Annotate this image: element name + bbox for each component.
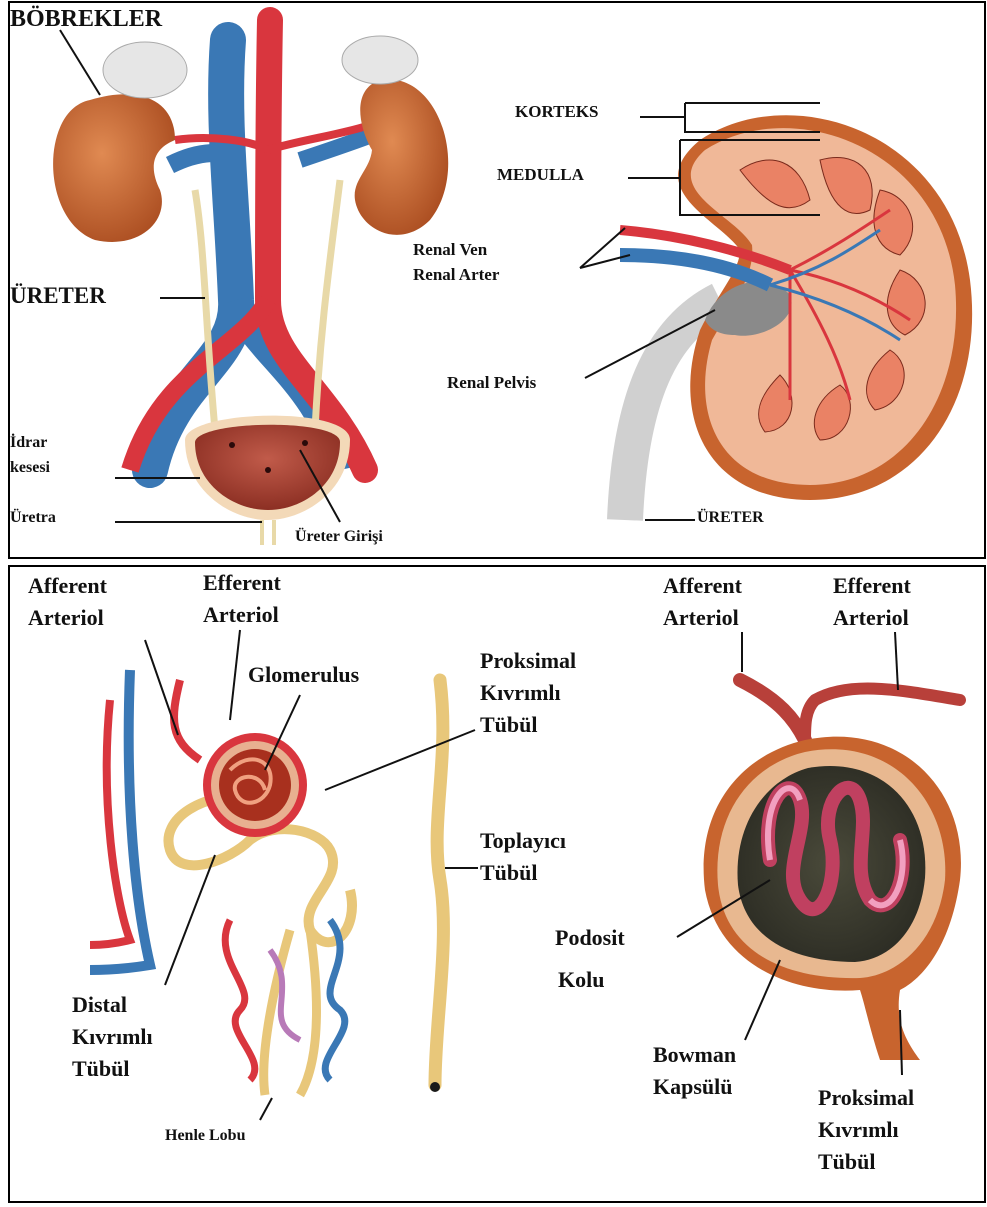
label-kidneys: BÖBREKLER bbox=[10, 6, 163, 32]
label-nephron-afferent-2: Arteriol bbox=[28, 605, 104, 630]
label-nephron-proximal-3: Tübül bbox=[480, 712, 538, 737]
label-renal-pelvis: Renal Pelvis bbox=[447, 373, 537, 392]
label-podocyte-2: Kolu bbox=[558, 967, 604, 992]
label-bladder-line2: kesesi bbox=[10, 459, 51, 476]
label-ureter-right: ÜRETER bbox=[697, 508, 764, 526]
label-podocyte-1: Podosit bbox=[555, 925, 625, 950]
label-nephron-proximal-1: Proksimal bbox=[480, 648, 576, 673]
label-ureter-entry: Üreter Girişi bbox=[295, 527, 383, 545]
label-urethra: Üretra bbox=[10, 508, 56, 526]
label-bowman-2: Kapsülü bbox=[653, 1074, 733, 1099]
label-distal-1: Distal bbox=[72, 992, 127, 1017]
label-bowman-proximal-2: Kıvrımlı bbox=[818, 1117, 899, 1142]
label-renal-vein: Renal Ven bbox=[413, 240, 488, 259]
urinary-system-illustration bbox=[53, 20, 448, 545]
label-distal-3: Tübül bbox=[72, 1056, 130, 1081]
right-kidney bbox=[355, 79, 449, 235]
label-bowman-afferent-2: Arteriol bbox=[663, 605, 739, 630]
label-collecting-2: Tübül bbox=[480, 860, 538, 885]
label-nephron-afferent-1: Afferent bbox=[28, 573, 108, 598]
label-bowman-efferent-1: Efferent bbox=[833, 573, 911, 598]
label-henle: Henle Lobu bbox=[165, 1127, 246, 1144]
label-nephron-efferent-1: Efferent bbox=[203, 570, 281, 595]
collecting-tubule bbox=[435, 680, 443, 1085]
label-medulla: MEDULLA bbox=[497, 165, 585, 184]
right-adrenal bbox=[342, 36, 418, 84]
left-adrenal bbox=[103, 42, 187, 98]
label-bowman-proximal-3: Tübül bbox=[818, 1149, 876, 1174]
label-bowman-efferent-2: Arteriol bbox=[833, 605, 909, 630]
label-renal-artery: Renal Arter bbox=[413, 265, 500, 284]
label-ureter-left: ÜRETER bbox=[10, 283, 106, 308]
label-bladder-line1: İdrar bbox=[10, 432, 47, 451]
label-glomerulus: Glomerulus bbox=[248, 662, 360, 687]
bowman-capsule-illustration bbox=[704, 680, 961, 1060]
label-nephron-efferent-2: Arteriol bbox=[203, 602, 279, 627]
label-distal-2: Kıvrımlı bbox=[72, 1024, 153, 1049]
label-bowman-afferent-1: Afferent bbox=[663, 573, 743, 598]
label-bowman-proximal-1: Proksimal bbox=[818, 1085, 914, 1110]
label-collecting-1: Toplayıcı bbox=[480, 828, 566, 853]
label-cortex: KORTEKS bbox=[515, 102, 598, 121]
label-bowman-1: Bowman bbox=[653, 1042, 736, 1067]
kidney-cross-section bbox=[620, 115, 972, 520]
left-kidney bbox=[53, 94, 175, 242]
label-nephron-proximal-2: Kıvrımlı bbox=[480, 680, 561, 705]
